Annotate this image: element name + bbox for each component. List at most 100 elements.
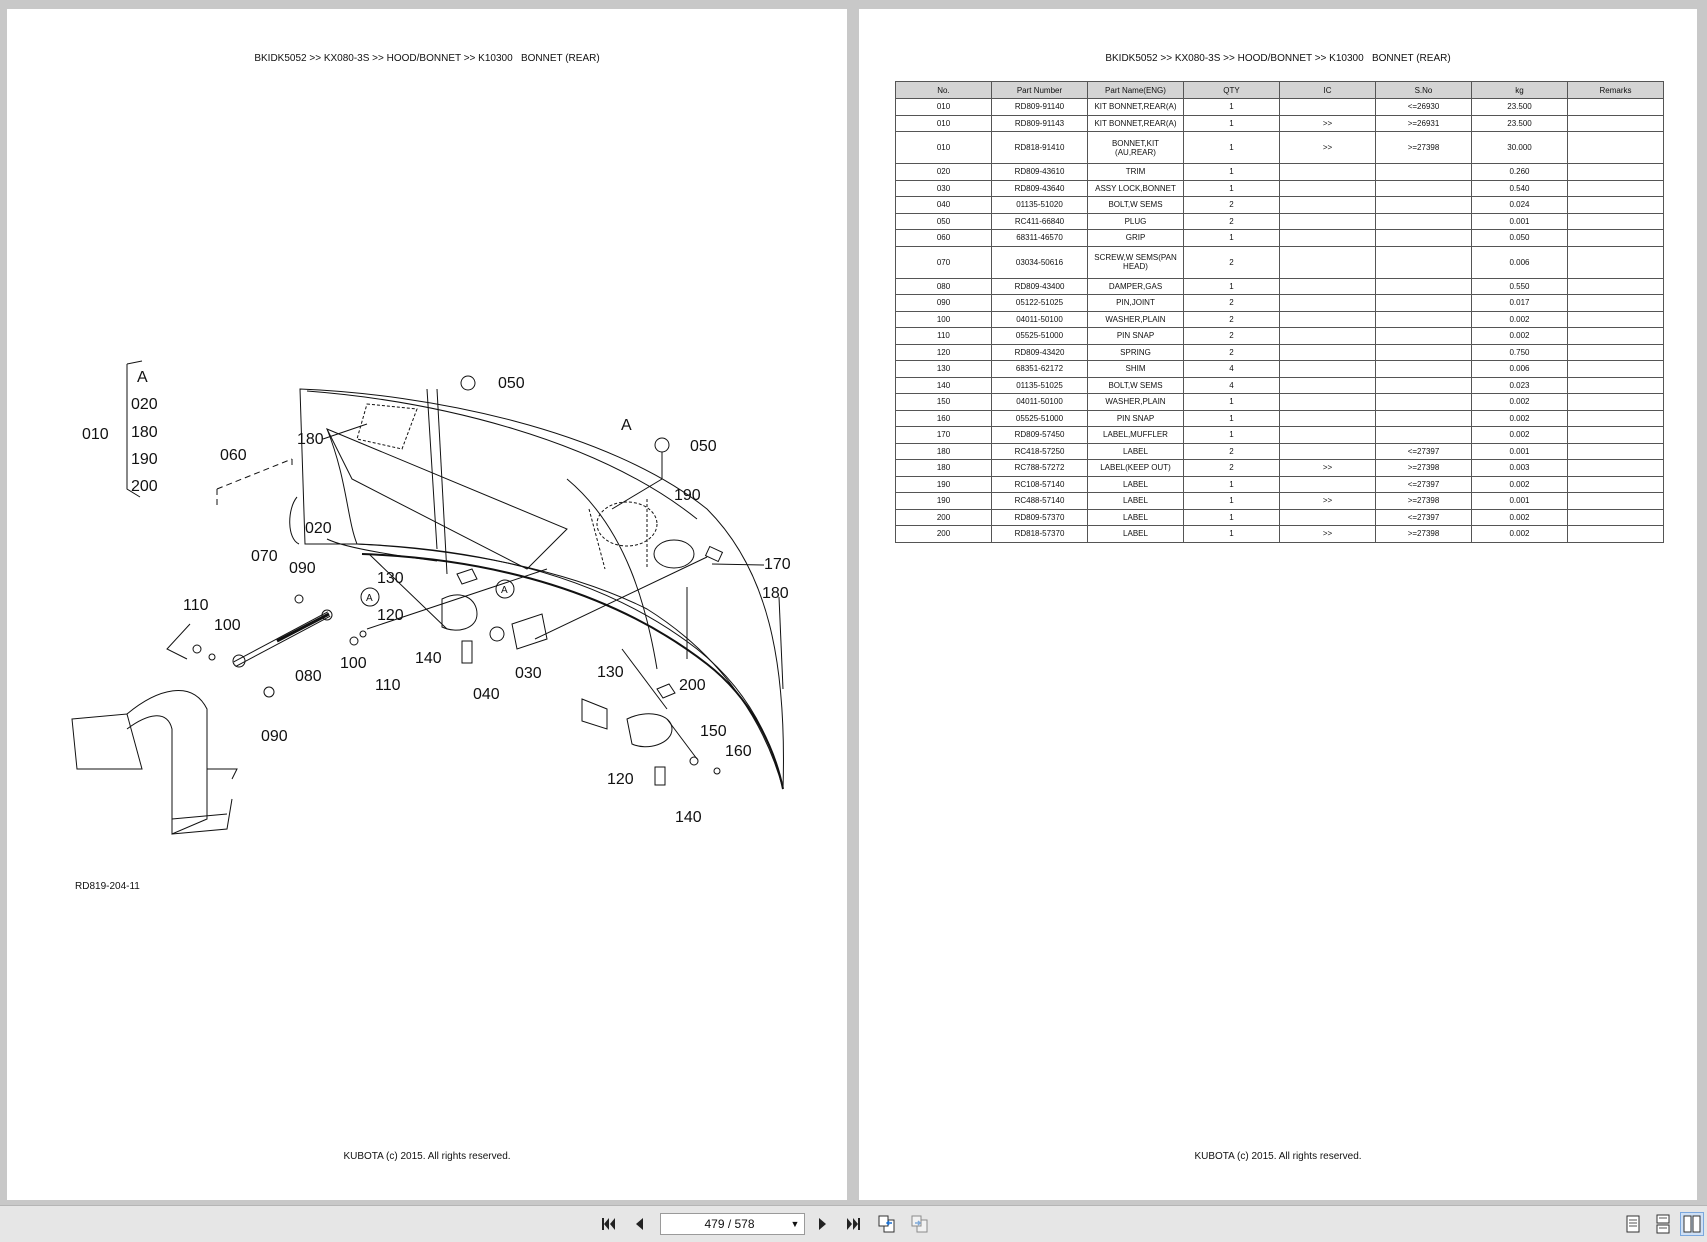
table-cell: 0.023 — [1471, 376, 1568, 394]
table-header-row: No. Part Number Part Name(ENG) QTY IC S.… — [895, 81, 1664, 99]
table-cell: >=27398 — [1375, 131, 1472, 164]
table-cell: 04011-50100 — [991, 393, 1088, 411]
table-cell: 68351-62172 — [991, 360, 1088, 378]
table-cell: >> — [1279, 131, 1376, 164]
table-cell: 0.002 — [1471, 508, 1568, 526]
table-cell: 130 — [895, 360, 992, 378]
copyright-footer: KUBOTA (c) 2015. All rights reserved. — [343, 1151, 511, 1162]
column-header: kg — [1471, 81, 1568, 99]
parts-table: No. Part Number Part Name(ENG) QTY IC S.… — [895, 81, 1664, 543]
callout-label: A — [621, 417, 632, 434]
single-page-view-icon[interactable] — [1621, 1212, 1645, 1236]
callout-label: 140 — [415, 650, 442, 667]
table-cell: <=27397 — [1375, 475, 1472, 493]
table-cell: 1 — [1183, 229, 1280, 247]
two-page-view-icon[interactable] — [1680, 1212, 1704, 1236]
table-cell: 2 — [1183, 343, 1280, 361]
table-cell: 0.006 — [1471, 360, 1568, 378]
table-cell: 1 — [1183, 277, 1280, 295]
callout-label: 180 — [131, 424, 158, 441]
table-cell: 0.002 — [1471, 475, 1568, 493]
table-cell: <=27397 — [1375, 442, 1472, 460]
table-cell: 140 — [895, 376, 992, 394]
table-cell — [1375, 376, 1472, 394]
table-cell — [1567, 492, 1664, 510]
table-cell: BOLT,W SEMS — [1087, 376, 1184, 394]
table-cell: 1 — [1183, 131, 1280, 164]
next-page-icon[interactable] — [810, 1212, 834, 1236]
column-header: Part Name(ENG) — [1087, 81, 1184, 99]
table-cell — [1279, 212, 1376, 230]
table-cell: LABEL — [1087, 475, 1184, 493]
callout-label: 070 — [251, 548, 278, 565]
callout-label: 110 — [183, 597, 209, 614]
table-cell: 1 — [1183, 179, 1280, 197]
table-cell: 2 — [1183, 196, 1280, 214]
continuous-view-icon[interactable] — [1651, 1212, 1675, 1236]
table-cell: PIN SNAP — [1087, 409, 1184, 427]
table-cell: 0.017 — [1471, 294, 1568, 312]
table-cell: KIT BONNET,REAR(A) — [1087, 98, 1184, 116]
callout-label: 010 — [82, 426, 109, 443]
table-cell: LABEL(KEEP OUT) — [1087, 459, 1184, 477]
prev-page-icon[interactable] — [628, 1212, 652, 1236]
callout-label: 090 — [261, 728, 288, 745]
table-cell — [1279, 229, 1376, 247]
table-cell — [1279, 245, 1376, 279]
last-page-icon[interactable] — [841, 1212, 865, 1236]
callout-label: 130 — [597, 664, 624, 681]
chevron-down-icon[interactable]: ▼ — [790, 1219, 800, 1229]
table-cell: GRIP — [1087, 229, 1184, 247]
page-number-field[interactable]: 479 / 578 ▼ — [660, 1213, 805, 1235]
table-cell: 070 — [895, 245, 992, 279]
table-cell — [1279, 163, 1376, 181]
table-cell: 1 — [1183, 163, 1280, 181]
table-cell: RD809-57450 — [991, 426, 1088, 444]
table-cell: 050 — [895, 212, 992, 230]
viewer-toolbar: 479 / 578 ▼ — [0, 1205, 1707, 1242]
column-header: QTY — [1183, 81, 1280, 99]
table-cell — [1567, 343, 1664, 361]
table-cell: SHIM — [1087, 360, 1184, 378]
table-cell: RC108-57140 — [991, 475, 1088, 493]
table-cell — [1375, 310, 1472, 328]
callout-label: 200 — [131, 478, 158, 495]
table-cell: BOLT,W SEMS — [1087, 196, 1184, 214]
table-cell: 1 — [1183, 393, 1280, 411]
table-cell: 4 — [1183, 360, 1280, 378]
callout-label: A — [501, 585, 508, 596]
table-cell — [1279, 442, 1376, 460]
breadcrumb: BKIDK5052 >> KX080-3S >> HOOD/BONNET >> … — [1105, 53, 1451, 64]
callout-label: 190 — [131, 451, 158, 468]
table-cell — [1279, 360, 1376, 378]
table-cell: 0.001 — [1471, 442, 1568, 460]
go-back-view-icon[interactable] — [874, 1212, 898, 1236]
table-cell: 2 — [1183, 459, 1280, 477]
table-cell: 1 — [1183, 475, 1280, 493]
table-cell — [1279, 310, 1376, 328]
table-cell: 110 — [895, 327, 992, 345]
callout-label: 060 — [220, 447, 247, 464]
breadcrumb: BKIDK5052 >> KX080-3S >> HOOD/BONNET >> … — [254, 53, 600, 64]
callout-label: 120 — [607, 771, 634, 788]
table-cell: RC788-57272 — [991, 459, 1088, 477]
table-cell: >> — [1279, 459, 1376, 477]
go-forward-view-icon[interactable] — [907, 1212, 931, 1236]
table-cell — [1567, 131, 1664, 164]
table-cell — [1567, 525, 1664, 543]
first-page-icon[interactable] — [597, 1212, 621, 1236]
table-cell: RD809-91143 — [991, 114, 1088, 132]
table-cell: RD809-91140 — [991, 98, 1088, 116]
table-cell — [1375, 212, 1472, 230]
